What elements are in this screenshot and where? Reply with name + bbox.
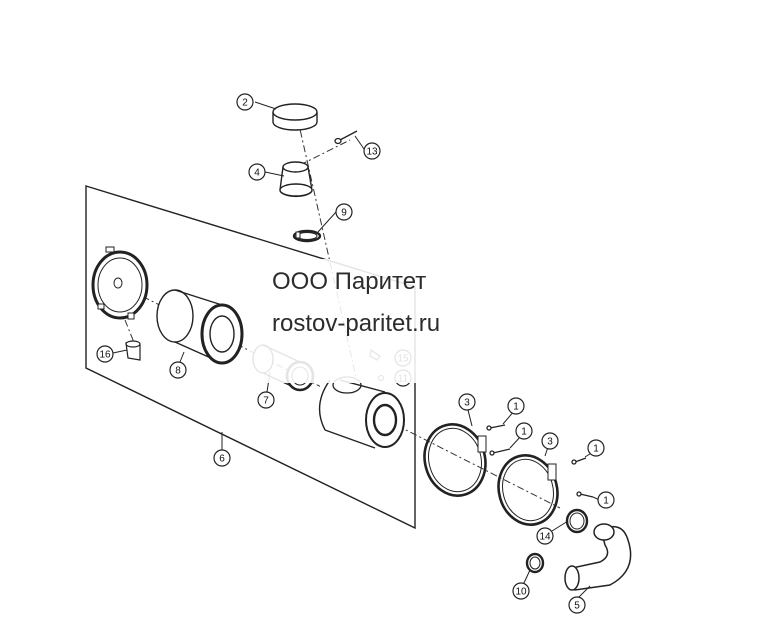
callout-8: 8: [169, 361, 187, 379]
svg-text:5: 5: [574, 601, 580, 612]
callout-16: 16: [96, 345, 114, 363]
end-cover-part: [91, 246, 149, 320]
watermark-company: ООО Паритет: [272, 268, 427, 295]
callout-3b: 3: [541, 432, 559, 450]
svg-text:7: 7: [263, 396, 269, 407]
clamp-band-part-a: [423, 423, 487, 497]
svg-text:16: 16: [99, 350, 111, 361]
svg-text:3: 3: [547, 437, 553, 448]
svg-text:13: 13: [366, 147, 378, 158]
svg-text:10: 10: [515, 587, 527, 598]
screws-part: [486, 424, 594, 498]
callout-14: 14: [536, 527, 554, 545]
clamp-ring-part: [292, 229, 322, 243]
elbow-hose-part: [564, 523, 632, 591]
hose-clamp-part: [565, 508, 589, 534]
callout-1d: 1: [597, 491, 615, 509]
callout-1b: 1: [515, 422, 533, 440]
callout-10: 10: [512, 582, 530, 600]
center-lines: [115, 115, 561, 509]
callout-9: 9: [335, 203, 353, 221]
svg-text:4: 4: [254, 168, 260, 179]
svg-text:1: 1: [593, 444, 599, 455]
svg-text:9: 9: [341, 208, 347, 219]
svg-text:14: 14: [539, 532, 551, 543]
callout-2: 2: [236, 93, 254, 111]
callout-1c: 1: [587, 439, 605, 457]
main-filter-element-part: [156, 289, 244, 366]
svg-text:3: 3: [464, 398, 470, 409]
callout-5: 5: [568, 596, 586, 614]
housing-body-part: [318, 376, 405, 449]
svg-text:1: 1: [603, 496, 609, 507]
callout-1a: 1: [507, 397, 525, 415]
svg-text:1: 1: [521, 427, 527, 438]
svg-text:1: 1: [513, 402, 519, 413]
callout-6: 6: [213, 449, 231, 467]
valve-part: [125, 340, 141, 361]
svg-text:8: 8: [175, 366, 181, 377]
callout-13: 13: [363, 142, 381, 160]
callout-3a: 3: [458, 393, 476, 411]
clamp-band-part-b: [497, 454, 559, 526]
cone-adapter-part: [279, 161, 313, 198]
callout-7: 7: [257, 391, 275, 409]
bolt-part: [334, 130, 358, 145]
assembly-panel: [85, 185, 416, 530]
watermark-background: [247, 259, 535, 383]
watermark-site: rostov-paritet.ru: [272, 310, 441, 337]
svg-text:2: 2: [242, 98, 248, 109]
svg-text:6: 6: [219, 454, 225, 465]
cap-part: [272, 103, 318, 131]
hose-clamp-small-part: [525, 552, 545, 574]
callout-4: 4: [248, 163, 266, 181]
